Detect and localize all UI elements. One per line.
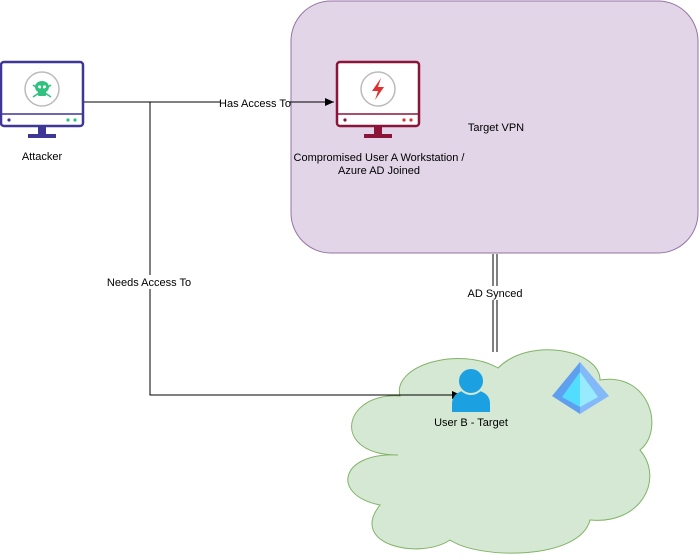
user-icon	[452, 367, 490, 412]
azure-cloud-shape[interactable]	[347, 349, 653, 554]
lightning-icon	[360, 71, 396, 107]
workstation-node[interactable]: Compromised User A Workstation / Azure A…	[294, 60, 466, 177]
azure-ad-pyramid-icon	[552, 362, 609, 414]
user-b-label: User B - Target	[434, 417, 508, 429]
edge-needs-access: Needs Access To	[107, 102, 461, 399]
needs-access-label: Needs Access To	[107, 277, 191, 289]
attacker-label: Attacker	[22, 151, 63, 163]
edge-ad-synced: AD Synced	[466, 254, 526, 352]
skull-icon	[24, 71, 60, 107]
workstation-label-line1: Compromised User A Workstation /	[294, 152, 466, 164]
attacker-node[interactable]: Attacker	[0, 60, 85, 163]
target-vpn-label: Target VPN	[468, 122, 524, 134]
ad-synced-label: AD Synced	[467, 288, 522, 300]
user-b-node[interactable]: User B - Target	[434, 367, 508, 429]
workstation-label-line2: Azure AD Joined	[338, 165, 420, 177]
edge-has-access: Has Access To	[84, 96, 334, 110]
has-access-label: Has Access To	[219, 98, 291, 110]
